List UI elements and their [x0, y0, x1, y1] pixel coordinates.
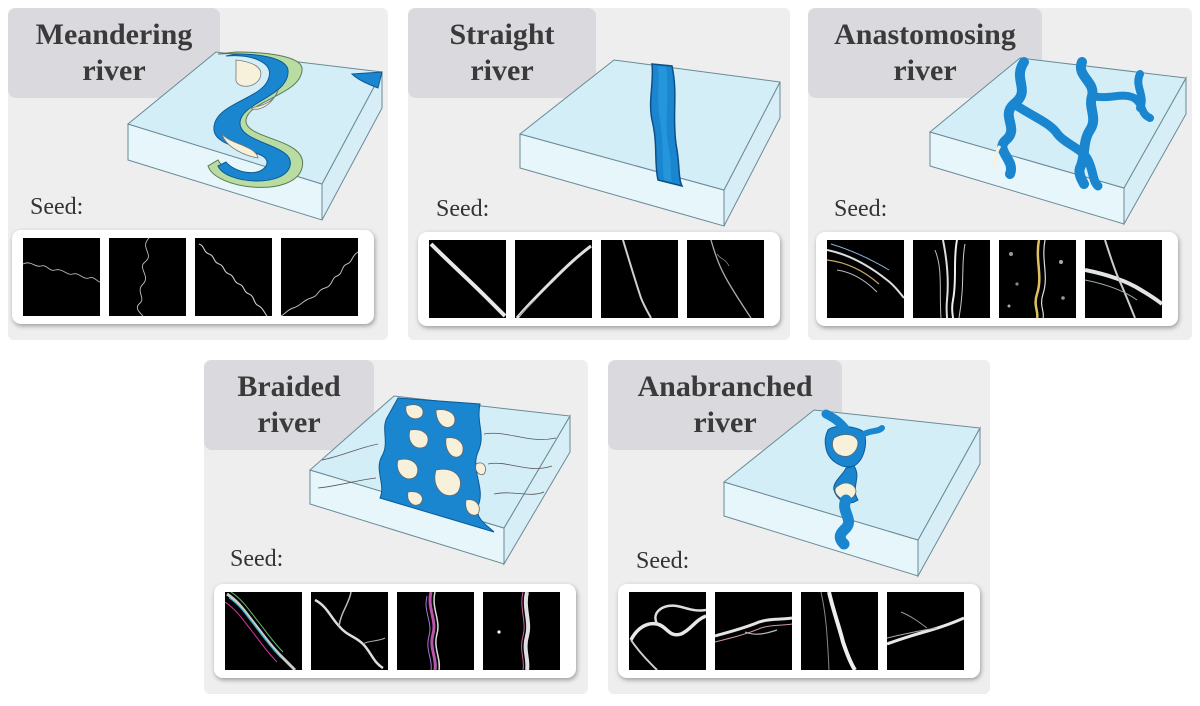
- seed-thumbnail[interactable]: [827, 240, 904, 318]
- seed-label: Seed:: [230, 546, 283, 573]
- seed-thumbnail[interactable]: [515, 240, 592, 318]
- seed-thumbnail[interactable]: [281, 238, 358, 316]
- seed-thumbnail[interactable]: [195, 238, 272, 316]
- seed-thumbnail[interactable]: [311, 592, 388, 670]
- seed-strip: [816, 232, 1178, 326]
- braided-river-block: [308, 394, 578, 574]
- seed-strip: [214, 584, 576, 678]
- seed-thumbnail[interactable]: [225, 592, 302, 670]
- panel-anabranched: Anabranched river Seed:: [608, 360, 990, 694]
- meandering-river-block: [126, 48, 390, 224]
- seed-thumbnail[interactable]: [397, 592, 474, 670]
- seed-label: Seed:: [636, 548, 689, 575]
- seed-thumbnail[interactable]: [801, 592, 878, 670]
- anastomosing-river-block: [928, 56, 1190, 234]
- title-line1: Anabranched: [637, 369, 812, 405]
- seed-label: Seed:: [834, 196, 887, 223]
- panel-straight: Straight river Seed:: [408, 8, 790, 340]
- straight-river-block: [518, 54, 784, 234]
- seed-thumbnail[interactable]: [715, 592, 792, 670]
- seed-thumbnail[interactable]: [913, 240, 990, 318]
- seed-thumbnail[interactable]: [601, 240, 678, 318]
- seed-label: Seed:: [436, 196, 489, 223]
- seed-thumbnail[interactable]: [483, 592, 560, 670]
- seed-strip: [12, 230, 374, 324]
- seed-thumbnail[interactable]: [887, 592, 964, 670]
- anabranched-river-block: [722, 408, 984, 586]
- seed-thumbnail[interactable]: [999, 240, 1076, 318]
- title-line1: Anastomosing: [834, 17, 1016, 53]
- seed-thumbnail[interactable]: [687, 240, 764, 318]
- seed-strip: [618, 584, 980, 678]
- seed-thumbnail[interactable]: [629, 592, 706, 670]
- seed-thumbnail[interactable]: [109, 238, 186, 316]
- panel-braided: Braided river Seed:: [204, 360, 588, 694]
- panel-anastomosing: Anastomosing river Seed:: [808, 8, 1192, 340]
- title-line1: Straight: [450, 17, 555, 53]
- seed-thumbnail[interactable]: [23, 238, 100, 316]
- seed-thumbnail[interactable]: [429, 240, 506, 318]
- seed-strip: [418, 232, 780, 326]
- seed-thumbnail[interactable]: [1085, 240, 1162, 318]
- seed-label: Seed:: [30, 194, 83, 221]
- panel-meandering: Meandering river Seed:: [8, 8, 388, 340]
